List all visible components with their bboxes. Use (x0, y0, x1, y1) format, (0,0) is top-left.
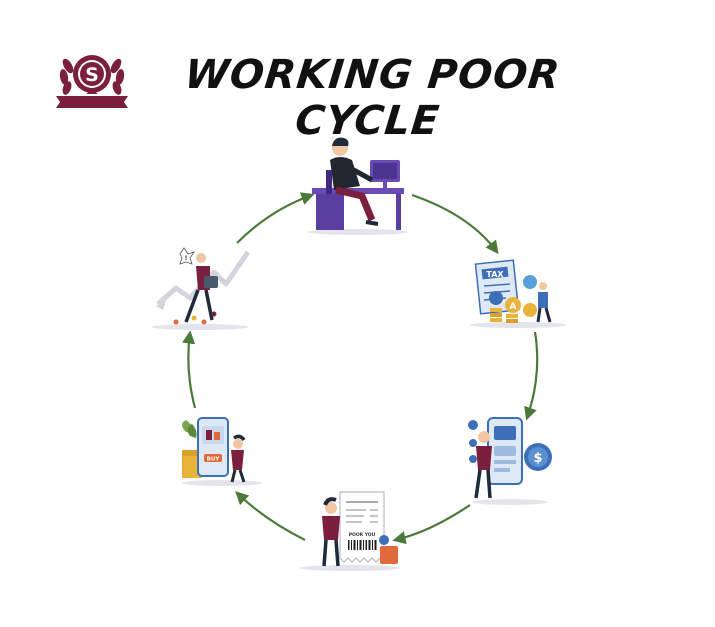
tax-documents-icon: TAX A (470, 259, 566, 328)
tax-label: TAX (486, 270, 504, 279)
arrow-desk-to-tax (411, 193, 499, 255)
online-grocery-shopping-icon: BUY (182, 417, 262, 486)
arrow-falling-to-desk (236, 192, 315, 244)
person-working-at-desk-icon (308, 137, 408, 235)
svg-text:!: ! (185, 255, 188, 262)
logo-letter: S (85, 64, 99, 86)
falling-finances-person-icon: ! (152, 247, 251, 330)
cycle-arrows (182, 192, 539, 545)
arrow-banking-to-receipt (392, 504, 471, 545)
brand-logo: S (56, 55, 128, 108)
shopping-receipt-icon: POOR YOU (300, 491, 400, 571)
arrow-receipt-to-grocery (235, 491, 306, 541)
logo-ribbon (56, 96, 128, 108)
mobile-banking-payment-icon: $ (468, 417, 552, 505)
arrow-grocery-to-falling (182, 330, 197, 409)
svg-text:A: A (510, 302, 517, 312)
svg-text:$: $ (533, 451, 542, 466)
arrow-tax-to-banking (524, 331, 539, 421)
receipt-text: POOR YOU (349, 532, 376, 538)
laurel-wreath-icon (59, 58, 125, 95)
buy-label: BUY (207, 457, 221, 463)
